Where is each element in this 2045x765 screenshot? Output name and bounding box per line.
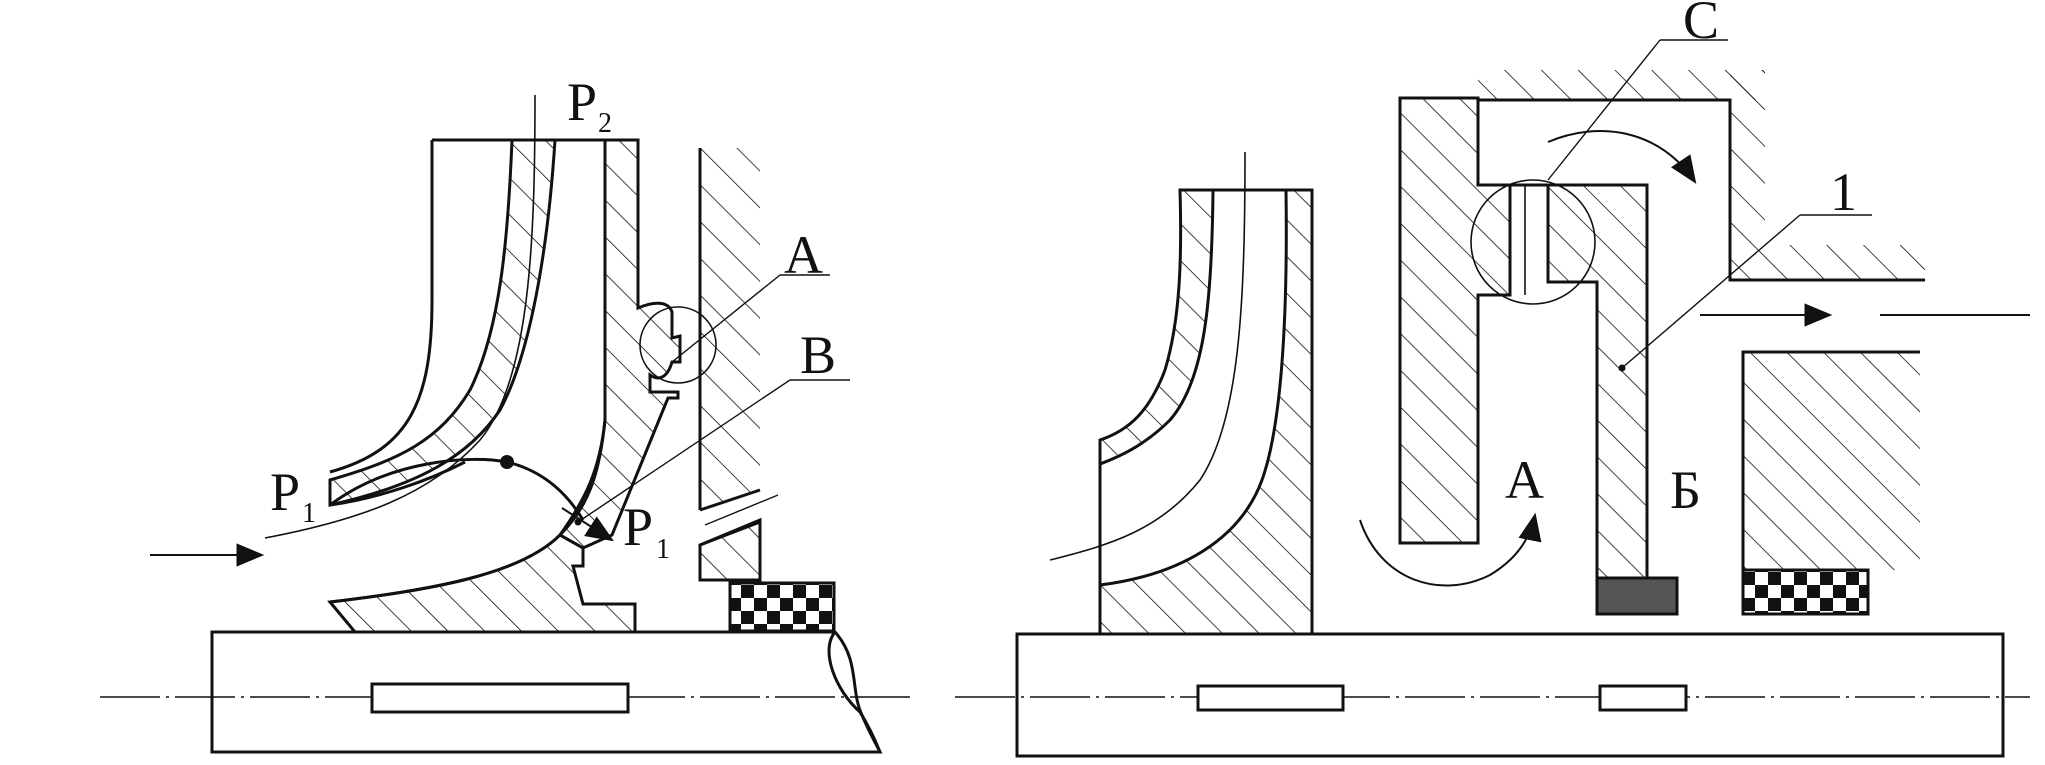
left-leader-a <box>671 274 781 363</box>
right-impeller-blade <box>1098 188 1215 467</box>
left-detail-circle-a <box>639 306 717 384</box>
right-recirculation-arrow <box>1359 512 1542 587</box>
right-rotor-disk <box>1546 183 1649 580</box>
left-streamline <box>264 94 536 539</box>
left-impeller-shroud <box>557 138 682 550</box>
left-node-point <box>500 455 514 469</box>
left-impeller-hub <box>327 533 637 634</box>
right-stator-block <box>1743 352 1920 570</box>
label-be-right: Б <box>1670 460 1701 520</box>
label-1-right: 1 <box>1830 162 1857 222</box>
left-label-p1-gap: P 1 <box>623 497 670 565</box>
right-detail-circle-c <box>1470 179 1596 305</box>
right-figure: C 1 A Б <box>955 0 2030 758</box>
left-label-p1-inlet: P 1 <box>270 462 316 529</box>
left-shaft-key <box>370 682 630 714</box>
right-leader-c <box>1547 39 1661 181</box>
label-a-right: A <box>1505 450 1544 510</box>
right-casing-left-wall <box>1398 96 1512 545</box>
left-casing-gap-line-2 <box>699 520 761 547</box>
label-p2: P <box>567 72 597 132</box>
right-leader-1 <box>1621 214 1801 369</box>
right-stator-outline <box>1741 350 1920 570</box>
left-flow-channel-inner <box>329 140 434 474</box>
label-p1-gap: P <box>623 497 653 557</box>
left-casing-wall <box>700 148 760 510</box>
label-b-left: B <box>800 325 836 385</box>
right-dark-block <box>1595 576 1679 616</box>
right-checkered-seal <box>1741 568 1870 616</box>
label-a-left: A <box>784 225 823 285</box>
right-impeller-hub <box>1098 188 1314 636</box>
right-chamber-arrow <box>1547 130 1697 184</box>
right-shaft <box>1015 632 2005 758</box>
label-p1-gap-sub: 1 <box>656 534 670 565</box>
right-casing-top <box>1478 70 1765 100</box>
left-inlet-line <box>329 460 466 507</box>
left-figure: P 2 P 1 P 1 A B <box>100 72 910 754</box>
label-p1-inlet-sub: 1 <box>302 498 316 529</box>
left-gap-arrow <box>561 507 614 542</box>
label-p1-inlet: P <box>270 462 300 522</box>
label-p2-sub: 2 <box>598 108 612 139</box>
left-impeller-blade <box>328 138 557 507</box>
left-casing-lower <box>698 517 762 582</box>
right-casing-right-block <box>1730 70 1925 280</box>
right-shaft-key-2 <box>1598 684 1688 712</box>
left-label-p2: P 2 <box>567 72 612 139</box>
left-checkered-seal <box>728 581 836 633</box>
label-c-right: C <box>1683 0 1719 50</box>
left-leader-b <box>577 379 791 523</box>
right-impeller-outline <box>1098 188 1312 634</box>
left-hub-curve <box>329 140 607 604</box>
right-shaft-key-1 <box>1196 684 1345 712</box>
left-casing-gap-line-1 <box>699 488 761 512</box>
right-streamline <box>1049 151 1246 561</box>
left-casing-gap-line-3 <box>704 494 779 526</box>
left-shaft-break-curve <box>827 631 882 753</box>
